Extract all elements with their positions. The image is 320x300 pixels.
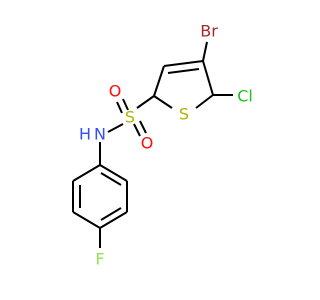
atom-o-top: O <box>109 82 122 101</box>
bond-c2-c3 <box>153 65 165 97</box>
bond-b3-b4-inner <box>100 207 122 221</box>
bond-c5-s <box>195 94 214 109</box>
bond-c3-c4 <box>163 60 204 67</box>
atom-f: F <box>95 250 104 269</box>
bond-c4-br <box>202 41 208 62</box>
bond-s-o-bottom-2 <box>139 120 147 134</box>
bond-b1-b2-inner <box>100 172 122 186</box>
bond-s-o-top-1 <box>122 98 129 111</box>
bond-b6-b1 <box>72 164 101 182</box>
bond-c2-so2 <box>136 95 155 109</box>
bond-s-c2 <box>153 95 173 109</box>
molecule-canvas: Br Cl S S O O H N F <box>72 22 253 269</box>
bond-c4-c5 <box>202 60 214 96</box>
bond-b4-b5 <box>72 211 101 229</box>
substituent-bonds <box>99 41 233 165</box>
atom-s-sulfonyl: S <box>125 108 135 127</box>
bond-c3-c4-double <box>167 68 200 74</box>
bond-b1-b2 <box>99 164 128 182</box>
thiophene-ring <box>153 60 214 109</box>
atom-h: H <box>79 125 91 144</box>
molecule-structure: Br Cl S S O O H N F <box>72 22 253 269</box>
bond-s-o-top-2 <box>116 101 123 114</box>
atom-s-ring: S <box>179 105 189 124</box>
atom-labels: Br Cl S S O O H N F <box>79 22 253 269</box>
bond-s-n <box>107 123 124 133</box>
bond-b3-b4 <box>99 211 128 229</box>
benzene-ring <box>72 164 128 248</box>
atom-cl: Cl <box>237 87 253 106</box>
atom-br: Br <box>200 22 218 41</box>
atom-n: N <box>94 125 106 144</box>
bond-s-o-bottom-1 <box>133 123 141 137</box>
atom-o-bottom: O <box>141 134 154 153</box>
